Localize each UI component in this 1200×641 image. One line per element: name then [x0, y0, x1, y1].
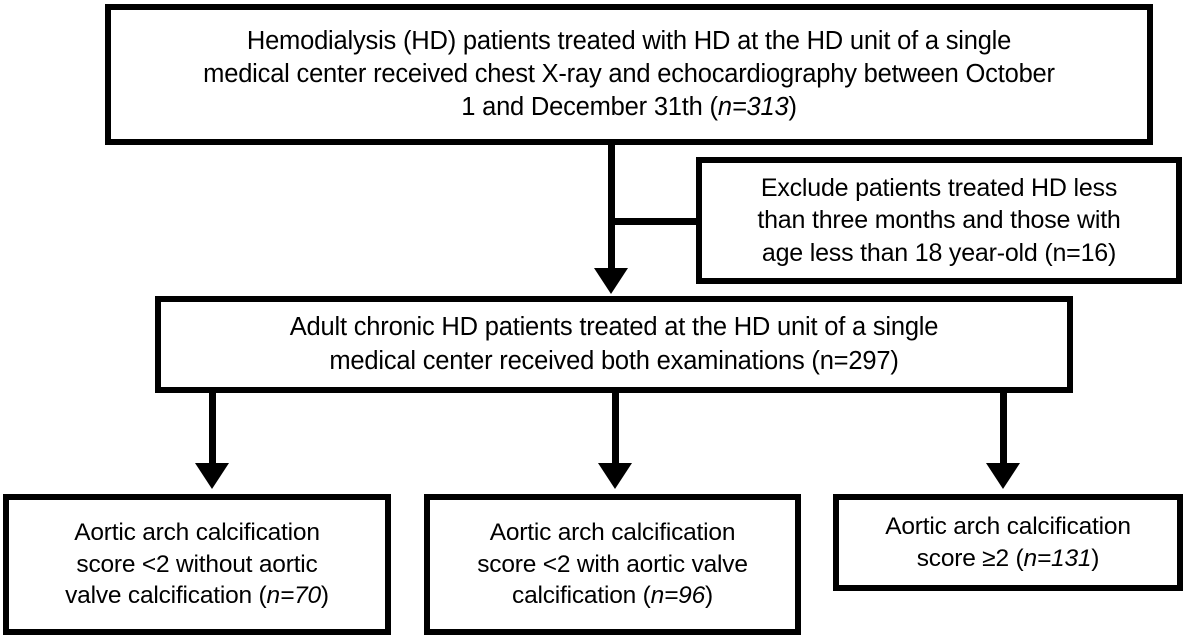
group3-line-2-prefix: score ≥2 (: [916, 544, 1024, 572]
group1-line-3-prefix: valve calcification (: [65, 582, 267, 610]
eligible-line-1: Adult chronic HD patients treated at the…: [289, 313, 939, 342]
excluded-line-3: age less than 18 year-old (n=16): [761, 238, 1117, 267]
group3-count: n=131: [1023, 544, 1092, 572]
arrowhead-eligible-to-group3-icon: [986, 463, 1020, 489]
group2-line-2: score <2 with aortic valve: [477, 550, 748, 578]
flowchart-node-eligible: Adult chronic HD patients treated at the…: [155, 296, 1073, 393]
group2-line-1: Aortic arch calcification: [489, 518, 736, 546]
enrollment-count: n=313: [717, 93, 789, 122]
eligible-line-2: medical center received both examination…: [329, 346, 899, 375]
enrollment-line-1: Hemodialysis (HD) patients treated with …: [246, 26, 1012, 55]
excluded-line-2: than three months and those with: [757, 206, 1121, 235]
arrowhead-eligible-to-group2-icon: [598, 463, 632, 489]
group2-text: Aortic arch calcification score <2 with a…: [430, 517, 795, 613]
enrollment-line-3-suffix: ): [788, 93, 797, 122]
group1-line-1: Aortic arch calcification: [74, 518, 320, 546]
group2-line-3-suffix: ): [705, 582, 713, 610]
connector-enrollment-to-eligible: [608, 140, 615, 270]
flowchart-node-group3: Aortic arch calcification score ≥2 (n=131…: [833, 494, 1183, 591]
group1-line-2: score <2 without aortic: [76, 550, 318, 578]
group1-count: n=70: [266, 582, 322, 610]
group3-line-2-suffix: ): [1091, 544, 1100, 572]
group2-line-3-prefix: calcification (: [512, 582, 651, 610]
excluded-text: Exclude patients treated HD less than thr…: [702, 172, 1176, 270]
group1-text: Aortic arch calcification score <2 withou…: [9, 517, 385, 613]
connector-enrollment-to-excluded: [608, 218, 700, 225]
group1-line-3-suffix: ): [320, 582, 329, 610]
flowchart-node-enrollment: Hemodialysis (HD) patients treated with …: [105, 4, 1153, 145]
enrollment-line-3-prefix: 1 and December 31th (: [461, 93, 718, 122]
excluded-line-1: Exclude patients treated HD less: [760, 173, 1118, 202]
arrowhead-eligible-to-group1-icon: [195, 463, 229, 489]
enrollment-line-2: medical center received chest X-ray and …: [203, 59, 1055, 88]
group3-line-1: Aortic arch calcification: [885, 512, 1131, 540]
group2-count: n=96: [650, 582, 706, 610]
group3-text: Aortic arch calcification score ≥2 (n=131…: [839, 511, 1177, 575]
connector-eligible-to-group1: [209, 388, 216, 466]
eligible-text: Adult chronic HD patients treated at the…: [161, 311, 1067, 377]
connector-eligible-to-group3: [1000, 388, 1007, 466]
flowchart-node-group1: Aortic arch calcification score <2 withou…: [3, 494, 391, 635]
arrowhead-enrollment-to-eligible-icon: [594, 268, 628, 294]
enrollment-text: Hemodialysis (HD) patients treated with …: [111, 25, 1147, 124]
flowchart-node-group2: Aortic arch calcification score <2 with a…: [424, 494, 801, 635]
connector-eligible-to-group2: [612, 388, 619, 466]
flowchart-node-excluded: Exclude patients treated HD less than thr…: [696, 157, 1182, 284]
